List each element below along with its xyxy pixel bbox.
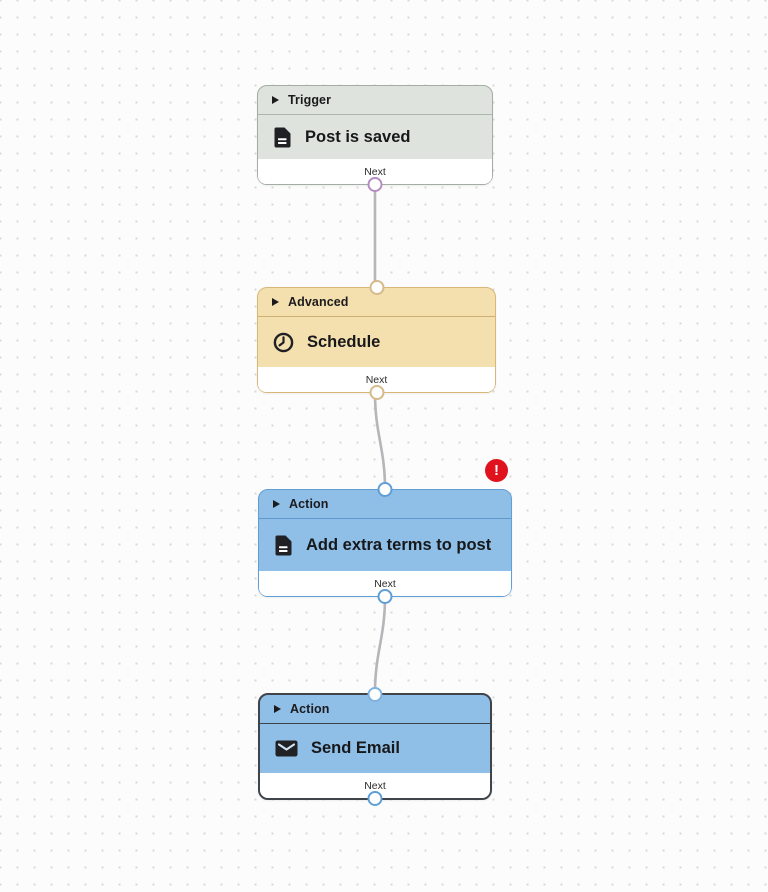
envelope-icon [275,740,298,757]
play-triangle-icon [274,705,281,713]
next-label: Next [364,779,386,792]
connector-advanced-to-action1[interactable] [373,391,387,491]
node-category-label: Action [290,702,330,716]
next-label: Next [364,165,386,178]
output-port-next[interactable] [369,385,384,400]
node-title: Schedule [307,332,381,351]
node-category-label: Action [289,497,329,511]
output-port-next[interactable] [377,589,393,604]
next-label: Next [374,577,396,590]
play-triangle-icon [273,500,280,508]
clock-icon [273,332,294,353]
output-port-next[interactable] [367,177,383,192]
play-triangle-icon [272,96,279,104]
node-action-send-email[interactable]: Action Send Email Next [258,687,492,806]
node-title: Add extra terms to post [306,535,492,554]
input-port[interactable] [369,280,384,295]
play-triangle-icon [272,298,279,306]
node-body: Send Email [260,724,490,773]
node-trigger-post-is-saved[interactable]: Trigger Post is saved Next [257,85,493,192]
output-port-next[interactable] [367,791,383,806]
node-category-header[interactable]: Trigger [258,86,492,115]
node-body: Schedule [258,317,495,367]
node-category-header[interactable]: Action [260,695,490,724]
next-label: Next [365,373,388,386]
node-category-header[interactable]: Action [259,490,511,519]
node-category-header[interactable]: Advanced [258,288,495,317]
node-action-add-extra-terms[interactable]: ! Action Add extra terms to post Next [258,459,512,604]
document-icon [274,535,293,556]
node-title: Send Email [311,739,400,757]
input-port[interactable] [367,687,383,702]
input-port[interactable] [377,482,393,497]
node-body: Add extra terms to post [259,519,511,571]
connector-action1-to-action2[interactable] [373,595,387,695]
error-badge[interactable]: ! [485,459,508,482]
node-title: Post is saved [305,127,411,146]
node-body: Post is saved [258,115,492,159]
node-category-label: Trigger [288,93,332,107]
node-advanced-schedule[interactable]: Advanced Schedule Next [257,280,496,400]
document-icon [273,127,292,148]
node-category-label: Advanced [288,295,349,309]
